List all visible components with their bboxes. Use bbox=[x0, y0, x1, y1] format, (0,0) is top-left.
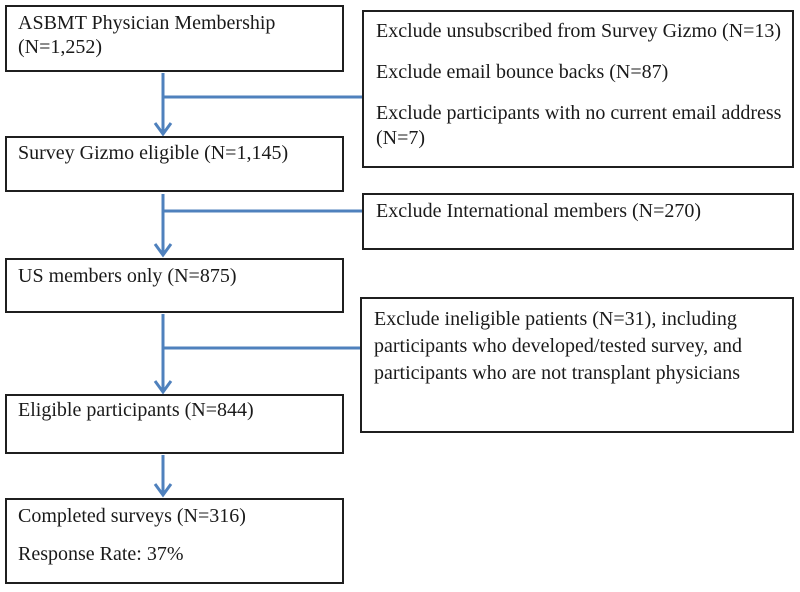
down-arrow-4 bbox=[153, 455, 173, 498]
box-completed-surveys-text: Completed surveys (N=316) bbox=[18, 505, 246, 527]
down-arrow-3 bbox=[153, 314, 173, 395]
box-asbmt-membership: ASBMT Physician Membership (N=1,252) bbox=[5, 5, 344, 72]
box-exclusion-ineligible: Exclude ineligible patients (N=31), incl… bbox=[360, 297, 794, 433]
box-us-members: US members only (N=875) bbox=[5, 258, 344, 313]
box-eligible-participants: Eligible participants (N=844) bbox=[5, 394, 344, 454]
exclusion-ineligible-text: Exclude ineligible patients (N=31), incl… bbox=[374, 308, 743, 384]
down-arrow-1 bbox=[153, 73, 173, 137]
down-arrow-2 bbox=[153, 194, 173, 258]
box-survey-gizmo-eligible-text: Survey Gizmo eligible (N=1,145) bbox=[18, 142, 289, 164]
exclusion-no-email-text: Exclude participants with no current ema… bbox=[376, 102, 782, 149]
exclusion-unsubscribed-text: Exclude unsubscribed from Survey Gizmo (… bbox=[376, 20, 782, 42]
exclusion-bounce-backs-text: Exclude email bounce backs (N=87) bbox=[376, 61, 669, 83]
box-completed-surveys: Completed surveys (N=316) Response Rate:… bbox=[5, 498, 344, 584]
box-us-members-text: US members only (N=875) bbox=[18, 265, 237, 287]
box-eligible-participants-text: Eligible participants (N=844) bbox=[18, 399, 254, 421]
box-exclusion-international: Exclude International members (N=270) bbox=[362, 193, 794, 250]
box-exclusions-survey-gizmo-email: Exclude unsubscribed from Survey Gizmo (… bbox=[362, 10, 794, 168]
exclusion-international-text: Exclude International members (N=270) bbox=[376, 200, 702, 222]
box-asbmt-membership-text: ASBMT Physician Membership (N=1,252) bbox=[18, 12, 276, 58]
box-survey-gizmo-eligible: Survey Gizmo eligible (N=1,145) bbox=[5, 136, 344, 192]
response-rate-text: Response Rate: 37% bbox=[18, 543, 184, 565]
